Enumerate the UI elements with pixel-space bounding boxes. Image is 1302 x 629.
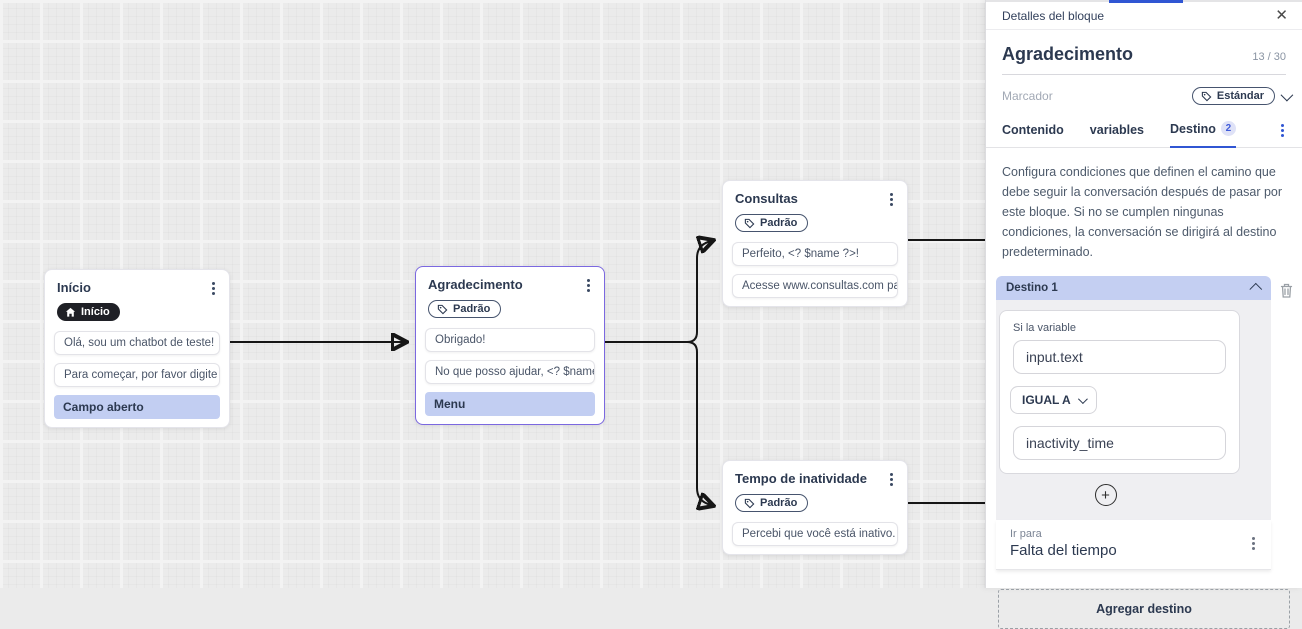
tag-icon bbox=[437, 304, 448, 315]
flow-node-consultas[interactable]: Consultas Padrão Perfeito, <? $name ?>! … bbox=[722, 180, 908, 307]
condition-label: Si la variable bbox=[1013, 322, 1226, 334]
add-destination-button[interactable]: Agregar destino bbox=[998, 589, 1290, 629]
node-type-badge[interactable]: Padrão bbox=[428, 300, 501, 318]
trash-icon[interactable] bbox=[1279, 282, 1294, 299]
value-input[interactable]: inactivity_time bbox=[1013, 426, 1226, 460]
condition-card: Si la variable input.text IGUAL A inacti… bbox=[999, 310, 1240, 474]
node-type-badge[interactable]: Padrão bbox=[735, 494, 808, 512]
flow-node-tempo-inatividade[interactable]: Tempo de inatividade Padrão Percebi que … bbox=[722, 460, 908, 555]
node-menu-icon[interactable] bbox=[886, 471, 897, 488]
node-menu-icon[interactable] bbox=[208, 280, 219, 297]
marker-value-pill[interactable]: Estándar bbox=[1192, 87, 1275, 105]
block-name[interactable]: Agradecimento bbox=[1002, 44, 1133, 65]
operator-select[interactable]: IGUAL A bbox=[1010, 386, 1097, 414]
node-menu-icon[interactable] bbox=[583, 277, 594, 294]
panel-title: Detalles del bloque bbox=[1002, 9, 1104, 23]
chevron-down-icon[interactable] bbox=[1281, 88, 1294, 101]
goto-value[interactable]: Falta del tiempo bbox=[1010, 542, 1117, 559]
message-bubble[interactable]: Perfeito, <? $name ?>! bbox=[732, 242, 898, 266]
marker-label: Marcador bbox=[1002, 89, 1053, 103]
menu-row[interactable]: Menu bbox=[425, 392, 595, 416]
tag-icon bbox=[1201, 91, 1212, 102]
message-bubble[interactable]: No que posso ajudar, <? $name ... bbox=[425, 360, 595, 384]
tab-variables[interactable]: variables bbox=[1090, 123, 1144, 147]
message-bubble[interactable]: Para começar, por favor digite o ... bbox=[54, 363, 220, 387]
node-title: Agradecimento bbox=[428, 277, 523, 292]
block-details-panel: Detalles del bloque ✕ Agradecimento 13 /… bbox=[985, 0, 1302, 588]
message-bubble[interactable]: Obrigado! bbox=[425, 328, 595, 352]
edge-agradecimento-tempo bbox=[687, 342, 711, 505]
node-type-badge[interactable]: Início bbox=[57, 303, 120, 321]
char-counter: 13 / 30 bbox=[1252, 51, 1286, 63]
node-title: Consultas bbox=[735, 191, 798, 206]
tab-destino[interactable]: Destino 2 bbox=[1170, 121, 1236, 148]
goto-label: Ir para bbox=[1010, 528, 1117, 540]
chevron-up-icon[interactable] bbox=[1249, 282, 1262, 295]
panel-top-accent bbox=[1109, 0, 1183, 3]
flow-node-agradecimento[interactable]: Agradecimento Padrão Obrigado! No que po… bbox=[415, 266, 605, 425]
message-bubble[interactable]: Olá, sou um chatbot de teste! bbox=[54, 331, 220, 355]
goto-menu-icon[interactable] bbox=[1248, 535, 1259, 552]
tabs-menu-icon[interactable] bbox=[1277, 122, 1288, 139]
node-title: Início bbox=[57, 280, 91, 295]
chevron-down-icon bbox=[1078, 394, 1088, 404]
destination-accordion: Destino 1 Si la variable input.text IGUA… bbox=[996, 276, 1271, 570]
close-icon[interactable]: ✕ bbox=[1275, 8, 1288, 23]
home-icon bbox=[65, 307, 76, 318]
destination-description: Configura condiciones que definen el cam… bbox=[986, 148, 1302, 272]
node-title: Tempo de inatividade bbox=[735, 471, 867, 486]
destino-count-badge: 2 bbox=[1221, 121, 1236, 136]
edge-agradecimento-consultas bbox=[687, 241, 711, 342]
block-name-field[interactable]: Agradecimento 13 / 30 bbox=[1002, 44, 1286, 75]
open-field-row[interactable]: Campo aberto bbox=[54, 395, 220, 419]
variable-input[interactable]: input.text bbox=[1013, 340, 1226, 374]
flow-node-inicio[interactable]: Início Início Olá, sou um chatbot de tes… bbox=[44, 269, 230, 428]
tab-contenido[interactable]: Contenido bbox=[1002, 123, 1064, 147]
node-menu-icon[interactable] bbox=[886, 191, 897, 208]
tag-icon bbox=[744, 498, 755, 509]
message-bubble[interactable]: Acesse www.consultas.com par... bbox=[732, 274, 898, 298]
destination-accordion-header[interactable]: Destino 1 bbox=[996, 276, 1271, 300]
node-type-badge[interactable]: Padrão bbox=[735, 214, 808, 232]
add-condition-icon[interactable]: + bbox=[1095, 484, 1117, 506]
tag-icon bbox=[744, 218, 755, 229]
message-bubble[interactable]: Percebi que você está inativo. C... bbox=[732, 522, 898, 546]
